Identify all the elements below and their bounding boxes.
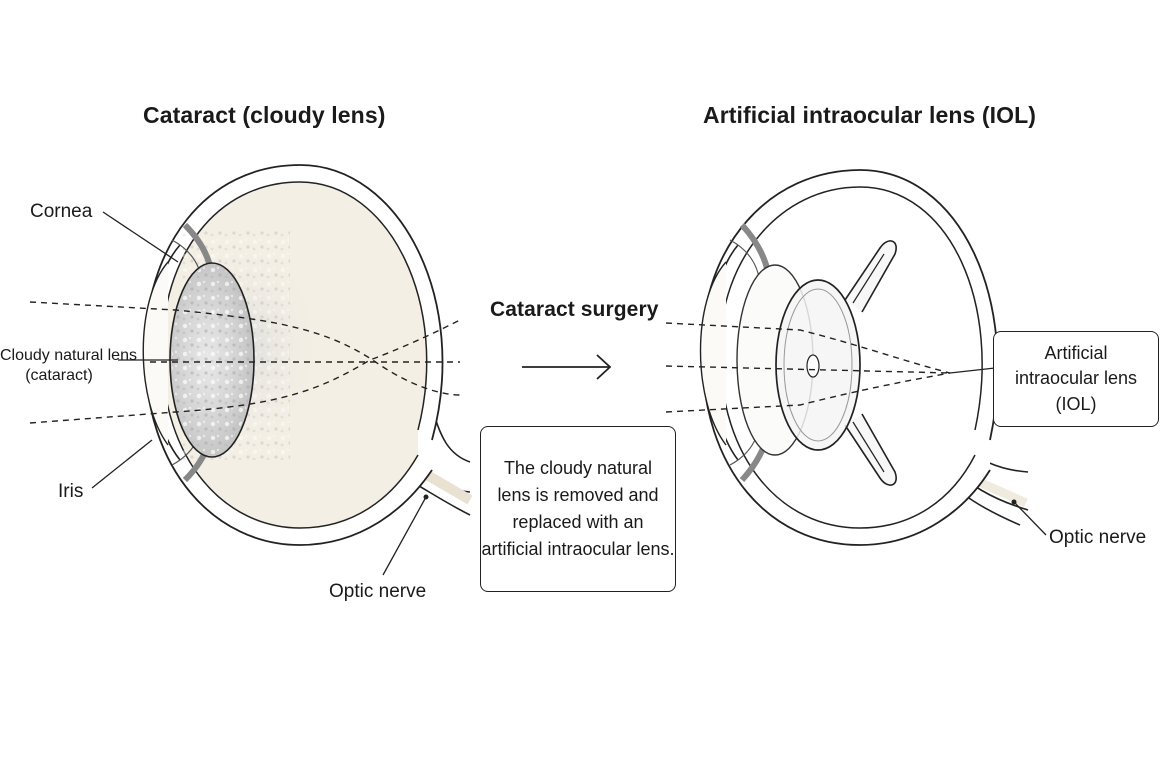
note-line: lens is removed and [497,485,659,505]
left-eye [29,164,473,576]
note-box: The cloudy natural lens is removed and r… [480,426,676,592]
title-iol: Artificial intraocular lens (IOL) [703,102,1037,128]
note-line: artificial intraocular lens. [481,539,675,559]
label-cornea: Cornea [30,201,93,222]
note-line: The cloudy natural [503,458,653,478]
right-eye [665,169,1047,546]
title-cataract: Cataract (cloudy lens) [143,102,386,128]
iol-label-box: Artificial intraocular lens (IOL) [993,331,1159,427]
note-line: replaced with an [512,512,644,532]
label-cloudy-lens-line1: Cloudy natural lens [0,347,137,364]
label-cloudy-lens-line2: (cataract) [25,367,93,384]
surgery-arrow [522,354,612,380]
label-cataract-surgery: Cataract surgery [490,298,659,321]
label-optic-nerve-left: Optic nerve [329,581,427,602]
label-optic-nerve-right: Optic nerve [1049,527,1147,548]
iol-label-line2: intraocular lens (IOL) [1014,368,1138,414]
iol-label-line1: Artificial [1044,343,1108,364]
label-cloudy-lens: Cloudy natural lens (cataract) [0,346,137,386]
label-iris: Iris [58,481,84,502]
